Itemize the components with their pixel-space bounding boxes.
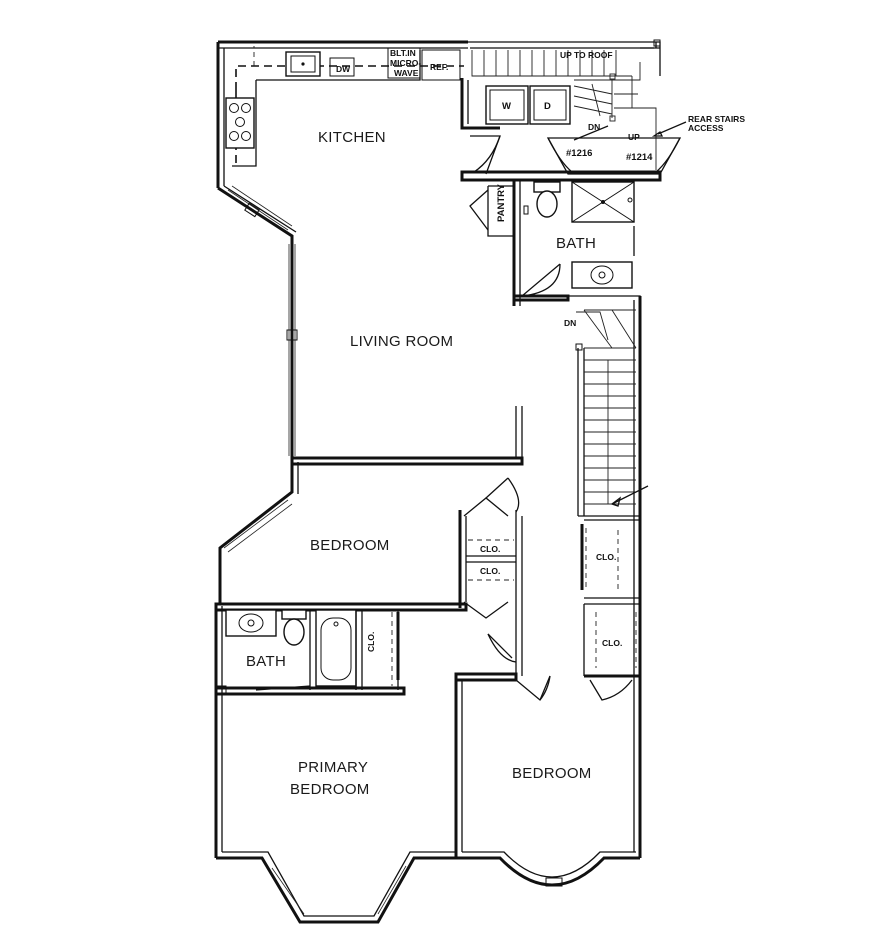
primary-bedroom-label-2: BEDROOM <box>290 781 370 798</box>
laundry-area: W D UP TO ROOF DN UP REAR STAIRS ACCESS <box>460 39 745 175</box>
rear-bedroom-label: BEDROOM <box>512 765 592 782</box>
bathtub-icon <box>315 609 357 687</box>
front-bedroom-area: BEDROOM <box>310 537 390 554</box>
microwave-label-2: MICRO- <box>390 58 421 68</box>
kitchen-label: KITCHEN <box>318 129 386 146</box>
left-bath-label: BATH <box>246 653 286 670</box>
closet-3-label: CLO. <box>596 552 616 562</box>
upper-bath-area: PANTRY BATH <box>469 180 641 306</box>
hall-closets: CLO. CLO. CLO. CLO. <box>458 477 640 680</box>
main-stair-treads <box>584 359 636 505</box>
stove-icon <box>225 97 255 149</box>
washer-label: W <box>502 101 511 112</box>
rear-stair-up-label: UP <box>628 132 640 142</box>
closet-2-label: CLO. <box>480 566 500 576</box>
closet-5-label: CLO. <box>366 632 376 652</box>
roof-stair-treads <box>471 50 632 77</box>
unit-1216-label: #1216 <box>566 148 592 159</box>
microwave-label-3: WAVE <box>394 68 419 78</box>
main-stair-dn-label: DN <box>564 318 576 328</box>
shower-icon <box>571 181 635 223</box>
left-bath-area: CLO. BATH <box>225 609 400 691</box>
refrigerator-label: REF. <box>430 62 448 72</box>
rear-access-label-1: REAR STAIRS <box>688 114 745 124</box>
rear-stair-dn-label: DN <box>588 122 600 132</box>
rear-stair-treads <box>573 62 657 170</box>
main-stair: DN <box>564 309 649 517</box>
bath-sink-icon <box>571 261 633 289</box>
front-bedroom-label: BEDROOM <box>310 537 390 554</box>
living-room-area: LIVING ROOM <box>350 333 523 458</box>
upper-bath-label: BATH <box>556 235 596 252</box>
primary-bedroom-area: PRIMARY BEDROOM <box>290 674 463 858</box>
up-to-roof-label: UP TO ROOF <box>560 50 613 60</box>
left-bath-toilet-icon <box>281 609 307 646</box>
microwave-label-1: BLT.IN <box>390 48 416 58</box>
pantry-label: PANTRY <box>496 183 507 222</box>
microwave-icon <box>387 47 421 79</box>
kitchen-area: DW BLT.IN MICRO- WAVE REF. KITCHEN <box>225 46 464 168</box>
closet-1-label: CLO. <box>480 544 500 554</box>
exterior-walls <box>214 40 661 924</box>
dryer-icon <box>529 85 571 125</box>
dryer-label: D <box>544 101 551 112</box>
closet-4-label: CLO. <box>602 638 622 648</box>
primary-bedroom-label-1: PRIMARY <box>298 759 368 776</box>
washer-icon <box>485 85 529 125</box>
rear-access-label-2: ACCESS <box>688 123 724 133</box>
living-room-label: LIVING ROOM <box>350 333 453 350</box>
left-bath-sink-icon <box>225 609 277 637</box>
dishwasher-label: DW <box>336 64 351 74</box>
rear-bedroom-area: BEDROOM <box>454 672 640 782</box>
dishwasher-icon <box>329 57 355 77</box>
toilet-icon <box>533 181 561 218</box>
refrigerator-icon <box>421 49 461 81</box>
unit-1214-label: #1214 <box>626 152 653 163</box>
windows <box>223 185 563 915</box>
